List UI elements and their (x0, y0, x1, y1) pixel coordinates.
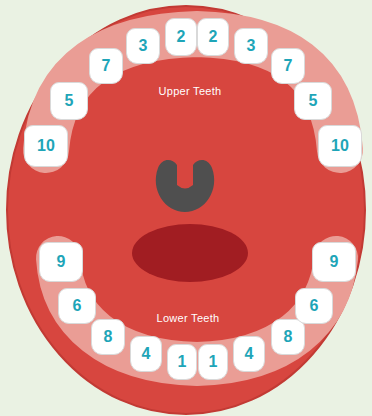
tooth: 4 (130, 336, 162, 372)
tooth: 8 (271, 319, 305, 355)
eruption-number: 1 (178, 354, 187, 370)
eruption-number: 7 (284, 58, 293, 74)
eruption-number: 10 (331, 138, 349, 154)
eruption-number: 1 (209, 354, 218, 370)
tooth: 6 (58, 288, 96, 324)
tooth: 5 (294, 82, 332, 120)
tongue (132, 224, 248, 282)
tooth: 1 (167, 344, 197, 380)
tooth: 9 (312, 242, 356, 282)
eruption-number: 5 (65, 93, 74, 109)
eruption-number: 5 (309, 93, 318, 109)
arch-label: Upper Teeth (158, 86, 221, 97)
tooth: 2 (197, 18, 229, 56)
tooth: 3 (126, 28, 160, 64)
tooth: 10 (318, 125, 362, 167)
tooth: 9 (39, 242, 83, 282)
eruption-number: 3 (247, 38, 256, 54)
eruption-number: 8 (284, 329, 293, 345)
eruption-number: 4 (245, 346, 254, 362)
eruption-number: 9 (330, 254, 339, 270)
uvula (156, 160, 214, 212)
tooth: 2 (165, 18, 197, 56)
eruption-number: 2 (177, 29, 186, 45)
tooth: 6 (295, 288, 333, 324)
eruption-number: 8 (104, 329, 113, 345)
tooth: 4 (233, 336, 265, 372)
eruption-number: 10 (37, 138, 55, 154)
tooth: 5 (50, 82, 88, 120)
eruption-number: 6 (310, 298, 319, 314)
arch-label: Lower Teeth (156, 313, 219, 324)
tooth: 3 (234, 28, 268, 64)
tooth: 8 (91, 319, 125, 355)
eruption-number: 6 (73, 298, 82, 314)
tooth: 7 (271, 48, 305, 84)
tooth: 1 (198, 344, 228, 380)
eruption-number: 2 (209, 29, 218, 45)
eruption-number: 3 (139, 38, 148, 54)
mouth-outline (7, 6, 365, 414)
tooth: 10 (24, 125, 68, 167)
tooth: 7 (89, 48, 123, 84)
eruption-number: 7 (102, 58, 111, 74)
eruption-number: 4 (142, 346, 151, 362)
eruption-number: 9 (57, 254, 66, 270)
